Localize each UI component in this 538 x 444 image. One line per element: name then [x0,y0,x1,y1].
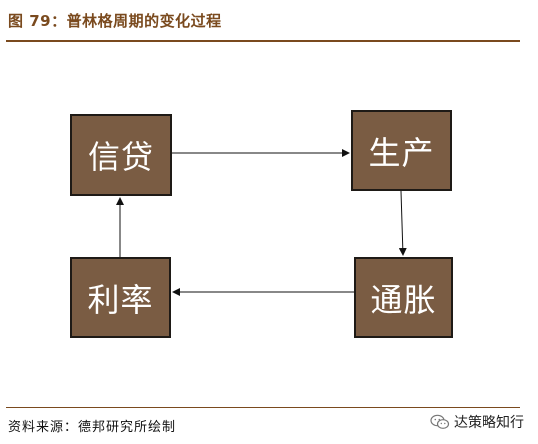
node-interest-label: 利率 [87,280,154,319]
arrow-production-to-inflation [398,190,407,256]
source-note: 资料来源：德邦研究所绘制 [8,420,177,435]
wechat-icon [430,414,450,429]
footer-divider [6,407,520,408]
node-credit-label: 信贷 [87,138,154,176]
node-inflation: 通胀 [354,257,453,338]
node-production: 生产 [351,110,452,191]
node-production-label: 生产 [368,133,435,172]
node-interest: 利率 [70,257,171,338]
node-credit: 信贷 [70,114,172,196]
watermark: 达策略知行 [430,412,524,432]
node-inflation-label: 通胀 [370,280,437,319]
title-divider [6,40,520,42]
watermark-label: 达策略知行 [454,415,524,431]
figure-title: 图 79：普林格周期的变化过程 [8,12,222,30]
